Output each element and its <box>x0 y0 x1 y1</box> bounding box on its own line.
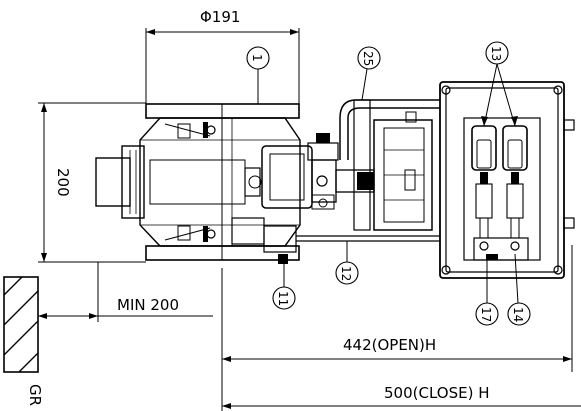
callout-14-label: 14 <box>511 307 525 322</box>
valve-body <box>95 103 301 261</box>
close-length-label: 500(CLOSE) H <box>384 384 489 402</box>
callout-12: 12 <box>335 241 359 285</box>
callout-14: 14 <box>507 253 531 326</box>
open-length-label: 442(OPEN)H <box>343 336 436 354</box>
callout-1-label: 1 <box>250 54 264 62</box>
callout-13-label: 13 <box>489 46 503 61</box>
callout-17-label: 17 <box>479 307 493 322</box>
callout-13: 13 <box>481 41 518 127</box>
callout-12-label: 12 <box>339 266 353 281</box>
callout-25-label: 25 <box>361 51 375 66</box>
callout-11: 11 <box>272 262 296 310</box>
control-box <box>439 81 575 279</box>
min-clearance-dimension <box>38 262 213 322</box>
diameter-dimension <box>145 28 300 104</box>
diameter-label: Φ191 <box>200 8 240 26</box>
length-dimensions <box>221 245 581 411</box>
callout-25: 25 <box>357 46 381 101</box>
ground-hatch <box>3 276 39 373</box>
height-label: 200 <box>54 168 72 197</box>
min-clearance-label: MIN 200 <box>117 296 179 314</box>
callout-1: 1 <box>246 46 270 104</box>
ground-label: GR <box>26 384 44 406</box>
callout-11-label: 11 <box>276 291 290 306</box>
callout-17: 17 <box>475 254 499 326</box>
height-dimension <box>38 102 146 263</box>
actuator <box>231 133 440 264</box>
bracket <box>373 111 433 231</box>
